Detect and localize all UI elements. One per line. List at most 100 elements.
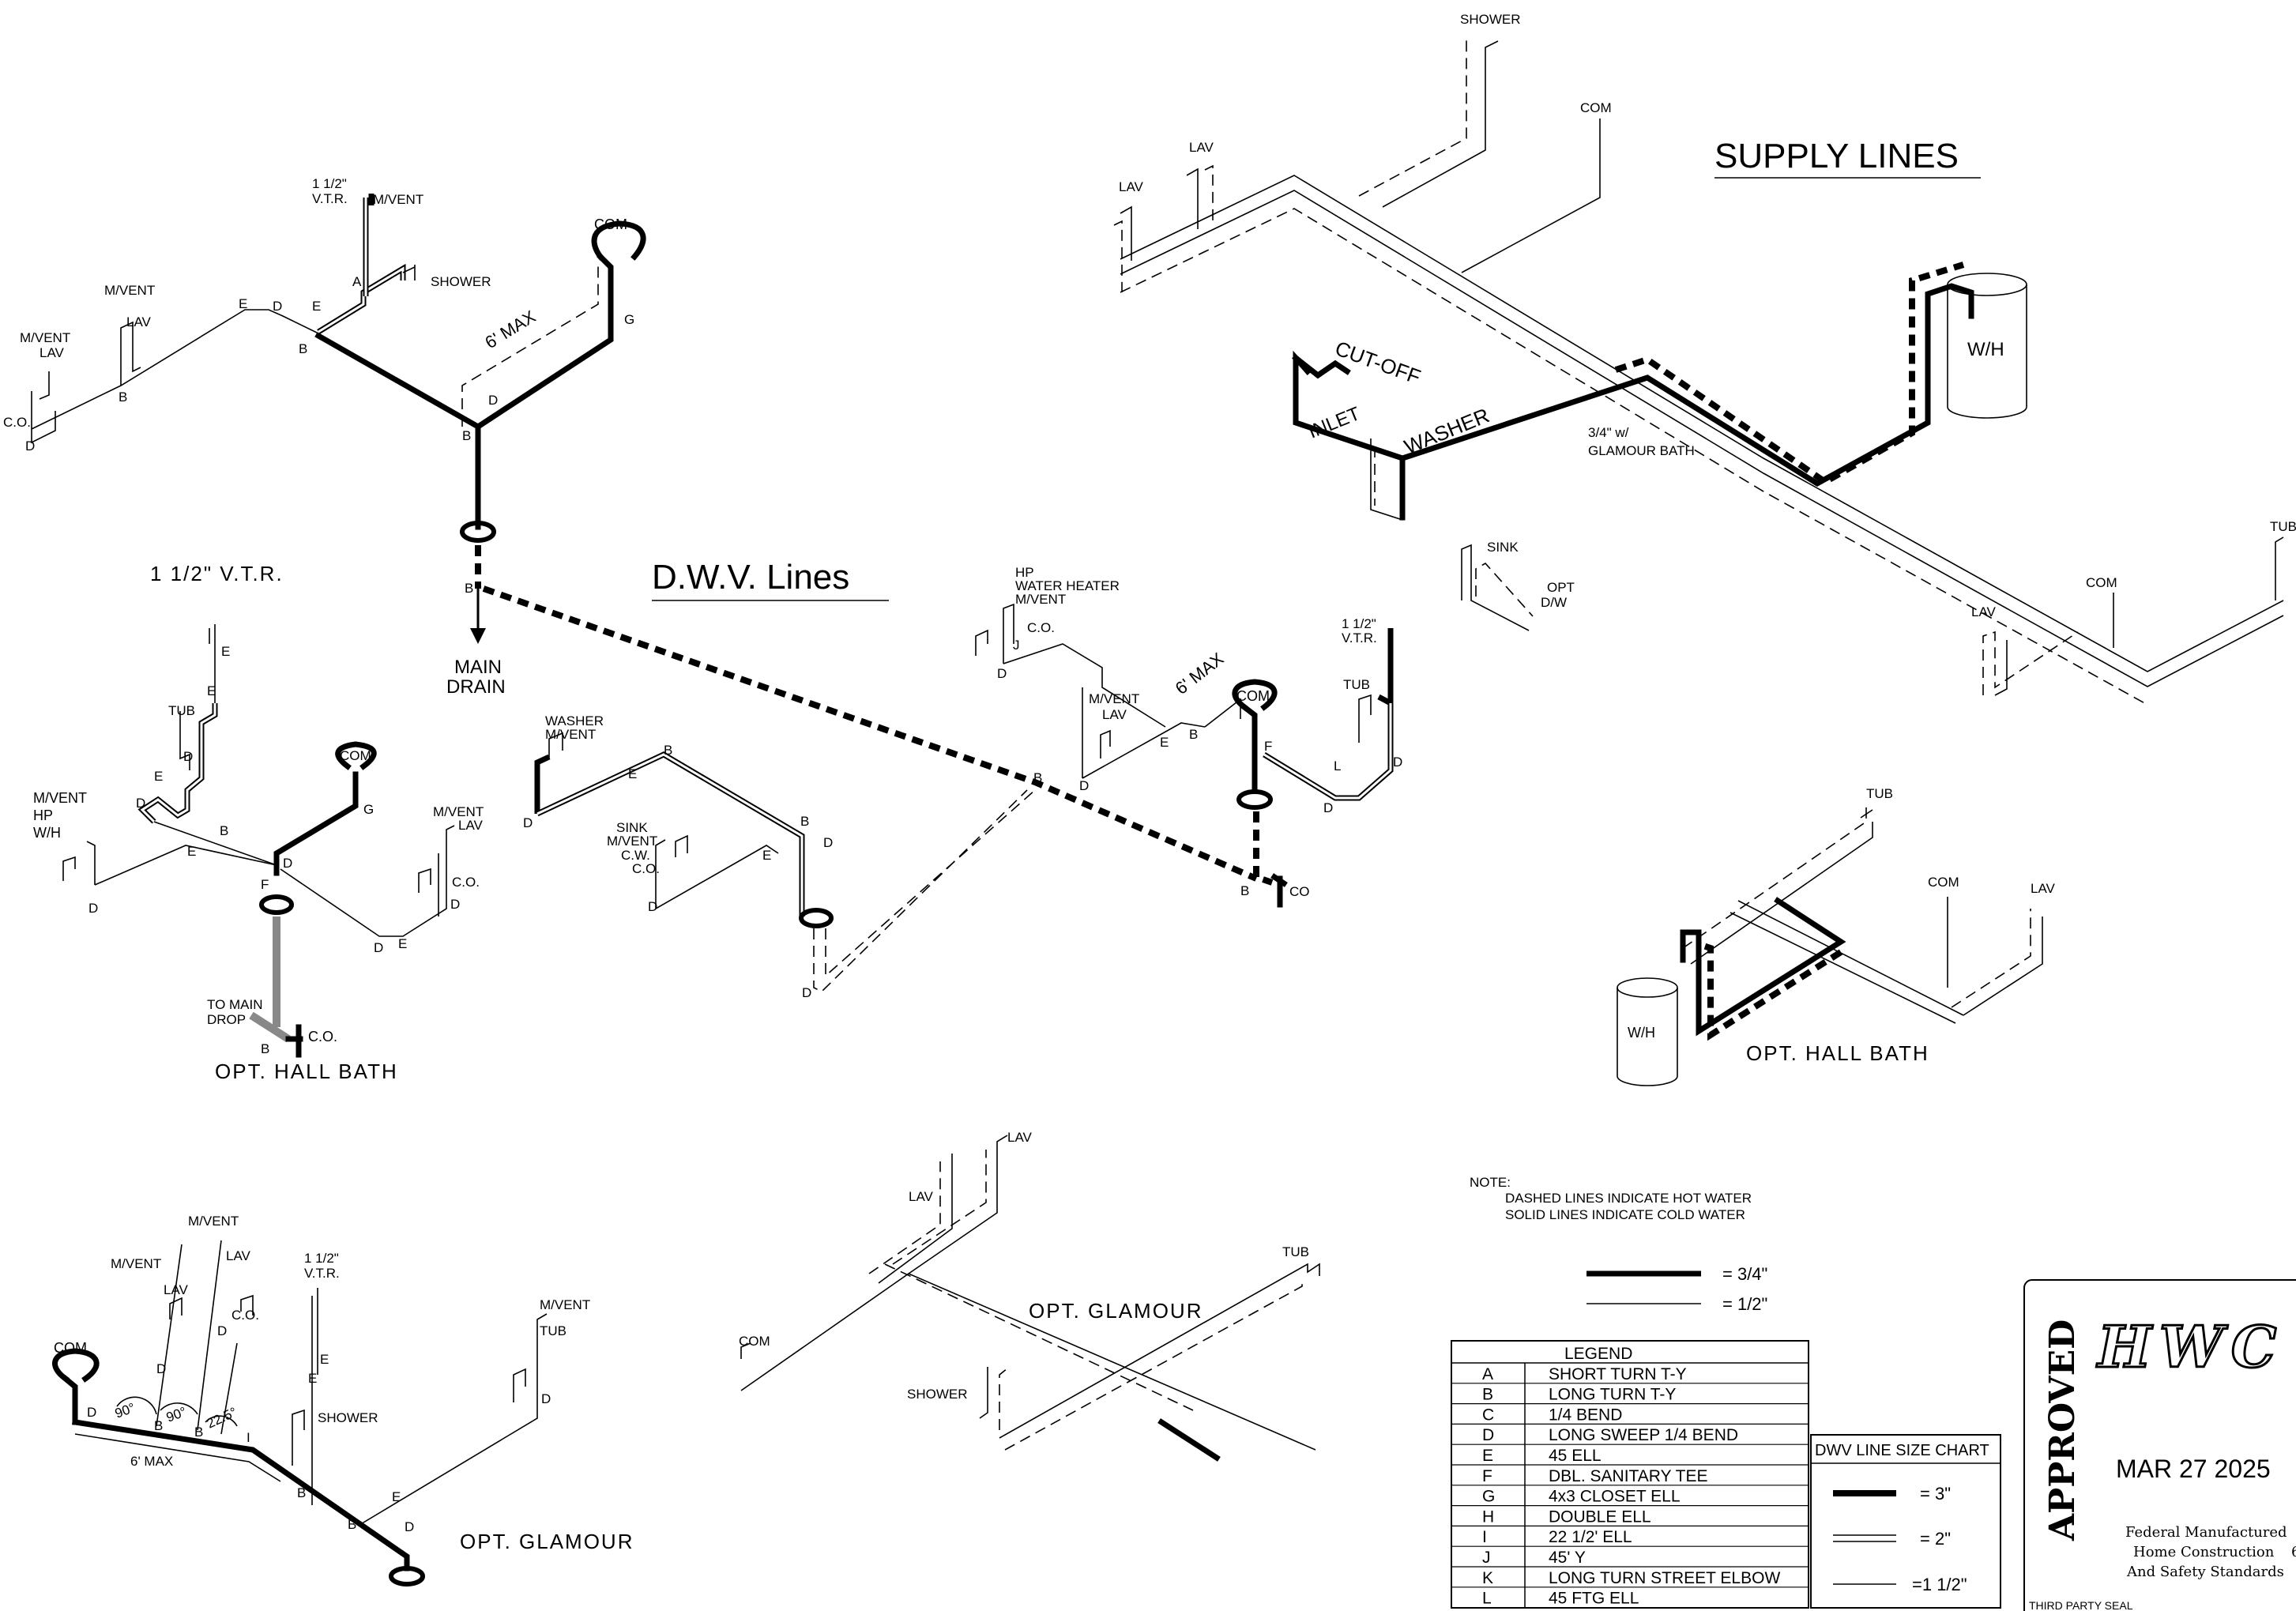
legend-description: 45 ELL: [1549, 1447, 1602, 1465]
hallbath-tub-vent-inner: [140, 703, 216, 823]
stamp-edge-char: 6: [2291, 1544, 2296, 1560]
hallbath-wh-run: [94, 845, 277, 886]
sink-fit-d-1: D: [648, 899, 657, 914]
master-fit-d-2: D: [1079, 778, 1089, 793]
dwv-3in-main: [314, 332, 481, 530]
supply-washer-drop: [1370, 439, 1403, 521]
legend-code: B: [1482, 1386, 1493, 1404]
dwv-mvent-label-3: M/VENT: [373, 192, 423, 207]
supply-note-line-2: GLAMOUR BATH: [1588, 443, 1695, 458]
dwv-lav-label-2: LAV: [126, 314, 152, 329]
washer-sink-run-inner: [536, 753, 804, 917]
hallbath-wh-label: W/H: [1628, 1025, 1655, 1041]
dwv-mvent-label-1: M/VENT: [20, 330, 70, 345]
legend-code: K: [1482, 1569, 1493, 1587]
glam-shower-trap: [292, 1409, 305, 1466]
master-tub-run: [1263, 628, 1394, 801]
dwv-fit-e-1: E: [239, 296, 247, 311]
supply-sink-hot: [1475, 562, 1534, 617]
glamour-com-stub: [740, 1342, 751, 1359]
washer-label: WASHER: [545, 713, 604, 728]
supply-lav-label-2: LAV: [1189, 140, 1214, 155]
master-vtr-label-b: V.T.R.: [1342, 630, 1377, 646]
glamour-shower-hot: [999, 1368, 1008, 1430]
approval-stamp: APPROVED HWC MAR 27 2025 Federal Manufac…: [2023, 1279, 2296, 1611]
washer-fit-b-2: B: [800, 814, 809, 829]
glamour-3-4-stub: [1157, 1418, 1221, 1462]
master-wh-run: [1003, 643, 1166, 728]
glamour-hot-trunk: [884, 1263, 1194, 1411]
glam-mvent-label-1: M/VENT: [188, 1214, 239, 1229]
master-tub-trap: [1358, 694, 1372, 743]
hallbath-com-3in: [273, 771, 359, 876]
supply-cold-trunk-2: [1120, 190, 2284, 687]
glam-dwv-title: OPT. GLAMOUR: [460, 1530, 634, 1553]
legend-code: F: [1482, 1467, 1492, 1485]
master-lav-trap: [1100, 729, 1111, 758]
dwv-fit-b-1: B: [119, 390, 127, 405]
master-6max-run: [1204, 698, 1241, 728]
supply-key-thin-label: = 1/2": [1722, 1294, 1767, 1314]
master-drain-ring: [1236, 789, 1273, 810]
glam-tub-run: [359, 1313, 548, 1526]
supply-hot-trunk: [1120, 208, 2148, 706]
glam-fit-b-3: B: [297, 1485, 306, 1500]
glam-co-label: C.O.: [231, 1308, 259, 1323]
sink-co-label: C.O.: [632, 861, 660, 876]
legend-description: SHORT TURN T-Y: [1549, 1365, 1687, 1383]
supply-shower-cold: [1382, 40, 1499, 208]
dwv-washer-sink: WASHER M/VENT D E B B D SINK M/VENT C.W.…: [523, 713, 1042, 1000]
legend-border: [1451, 1340, 1809, 1609]
hallbath-fit-b-1: B: [220, 823, 228, 838]
supply-lav-riser-1-hot: [1113, 220, 1123, 292]
glam-com-label: COM: [54, 1340, 87, 1356]
glamour-lav-hot-1: [868, 1161, 941, 1274]
supply-cold-main-3-4: [1399, 283, 1974, 521]
dwv-co-left: [31, 391, 56, 444]
stamp-border: [2023, 1279, 2296, 1611]
glam-6max-line: [74, 1433, 281, 1482]
hallbath-cold-main: [1680, 897, 1846, 1037]
hallbath-grey-connector: [249, 1011, 291, 1043]
legend-description: LONG TURN T-Y: [1549, 1386, 1676, 1404]
dwv-size-15in-label: =1 1/2": [1912, 1575, 1967, 1594]
hallbath-tub-label: TUB: [1866, 786, 1893, 801]
supply-opt-glamour: LAV LAV TUB SHOWER COM OPT. GLAMOUR: [739, 1130, 1320, 1462]
stamp-footer: THIRD PARTY SEAL: [2029, 1599, 2133, 1611]
glam-vtr-label-b: V.T.R.: [304, 1266, 340, 1281]
glam-mvent-label-3: M/VENT: [540, 1297, 590, 1312]
glam-fit-d-1: D: [87, 1405, 96, 1420]
hallbath-com-label: COM: [340, 748, 371, 763]
dwv-mvent-left: [39, 371, 50, 400]
glam-fit-d-4: D: [541, 1391, 551, 1406]
glam-drain-ring: [389, 1566, 425, 1587]
supply-lav-riser-1: [1120, 205, 1132, 261]
sink-label: SINK: [616, 820, 648, 835]
master-mvent-label-1: M/VENT: [1015, 592, 1066, 607]
master-wh-trap: [975, 603, 1014, 664]
legend-description: LONG SWEEP 1/4 BEND: [1549, 1426, 1738, 1444]
glam-lav-label-2: LAV: [164, 1282, 189, 1297]
supply-lav-3-hot: [1982, 630, 2079, 695]
supply-note-line-1: 3/4" w/: [1588, 425, 1629, 440]
glamour-tub-label: TUB: [1282, 1244, 1309, 1259]
legend-code: H: [1482, 1507, 1494, 1526]
dwv-main-diagram: D.W.V. Lines C.O. D M/VENT LAV M/VENT LA…: [3, 176, 1258, 882]
master-mvent-label-2: M/VENT: [1089, 691, 1139, 706]
legend-code: C: [1482, 1406, 1494, 1424]
glam-vent-lines: [156, 1240, 238, 1435]
hallbath-fit-e-2: E: [207, 683, 216, 698]
supply-tub-riser: [2275, 536, 2284, 600]
hallbath-co-label-2: C.O.: [452, 875, 480, 890]
master-com-label: COM: [1236, 688, 1270, 704]
hallbath-fit-e-1: E: [221, 644, 230, 659]
note-cold-water: SOLID LINES INDICATE COLD WATER: [1505, 1207, 1745, 1222]
master-co-cap: [1270, 873, 1288, 908]
supply-sink-cold: [1461, 544, 1530, 631]
dwv-main-label: MAIN: [454, 657, 502, 678]
hallbath-fit-d-1: D: [183, 749, 193, 764]
glam-fit-d-5: D: [405, 1519, 414, 1534]
hallbath-fit-d-2: D: [136, 796, 145, 811]
glamour-shower-label: SHOWER: [907, 1387, 968, 1402]
